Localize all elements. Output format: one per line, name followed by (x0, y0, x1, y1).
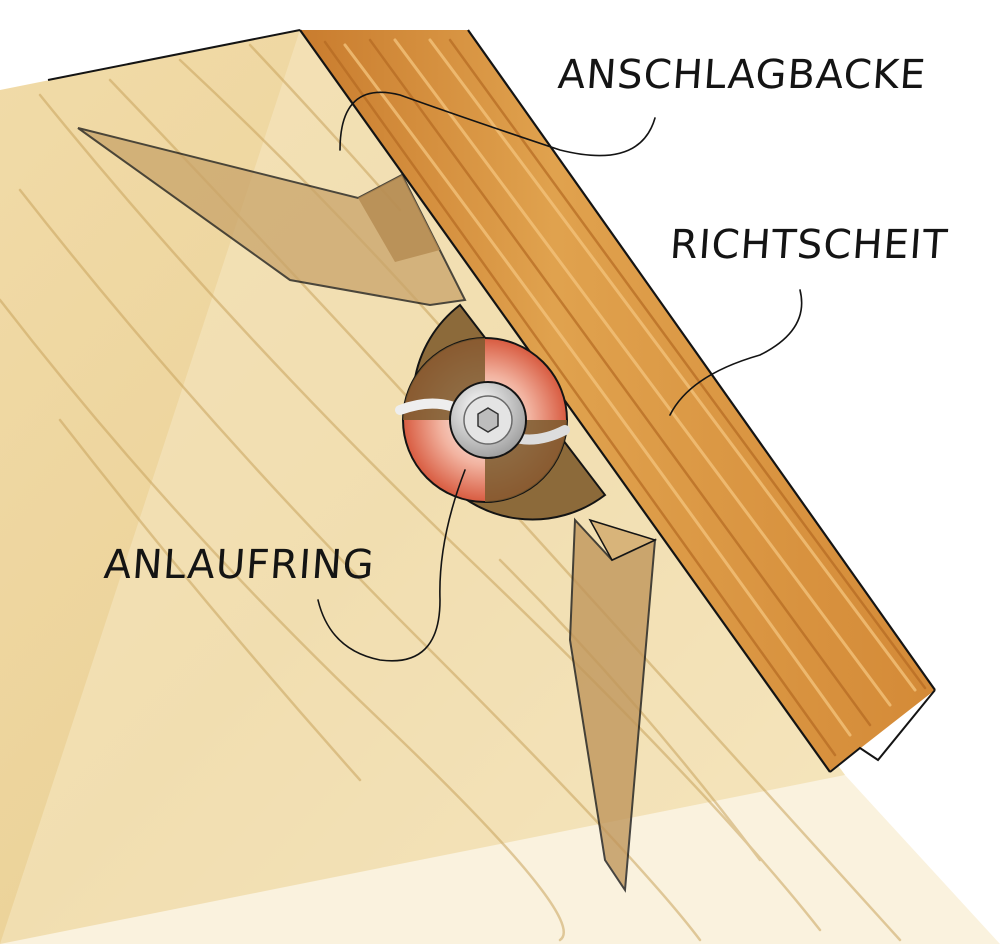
hex-socket-icon (477, 407, 499, 433)
bearing-assembly (395, 303, 607, 521)
leader-lines (317, 91, 803, 662)
label-richtscheit: RICHTSCHEIT (668, 222, 950, 268)
label-anschlagbacke: ANSCHLAGBACKE (556, 52, 928, 98)
leader-richtscheit (669, 289, 803, 416)
leader-anlaufring (317, 469, 466, 662)
stop-jaw-upper (77, 127, 467, 307)
stop-jaw-lower (568, 517, 658, 893)
label-anlaufring: ANLAUFRING (102, 542, 377, 588)
straightedge (299, 29, 936, 773)
leader-anschlagbacke (339, 91, 656, 157)
